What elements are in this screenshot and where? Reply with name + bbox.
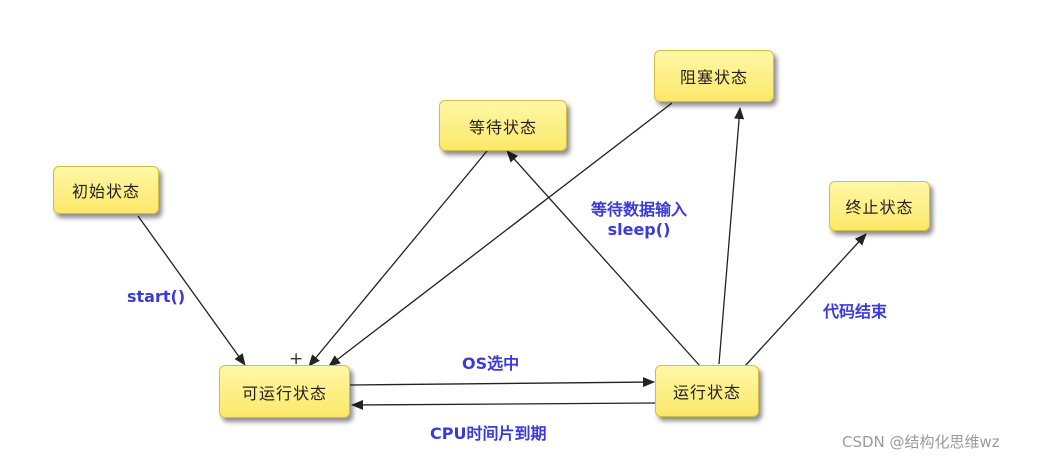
arrow-initial-to-runnable [137, 215, 246, 366]
label-cpu-timeslice: CPU时间片到期 [430, 424, 547, 443]
node-terminated: 终止状态 [829, 181, 930, 231]
node-running: 运行状态 [655, 365, 759, 417]
arrow-waiting-to-runnable [308, 150, 488, 367]
crosshair-cursor-icon: + [289, 349, 304, 369]
watermark: CSDN @结构化思维wz [842, 433, 1000, 451]
label-start: start() [127, 287, 186, 306]
arrow-running-to-terminated [744, 233, 867, 367]
label-os-select: OS选中 [462, 354, 520, 373]
label-wait-data-line1: 等待数据输入 [590, 200, 687, 219]
arrow-runnable-to-running [349, 377, 655, 388]
node-runnable: 可运行状态 [219, 365, 350, 418]
arrow-running-to-runnable [351, 399, 658, 410]
label-wait-data: 等待数据输入 sleep() [574, 196, 704, 239]
arrow-running-to-blocked [718, 107, 745, 365]
node-blocked: 阻塞状态 [654, 50, 774, 102]
label-code-end: 代码结束 [823, 302, 888, 321]
node-waiting: 等待状态 [439, 100, 567, 151]
node-initial: 初始状态 [53, 166, 159, 214]
arrow-blocked-to-runnable [328, 102, 673, 367]
arrow-running-to-waiting [506, 150, 701, 367]
label-wait-data-line2: sleep() [607, 220, 671, 239]
